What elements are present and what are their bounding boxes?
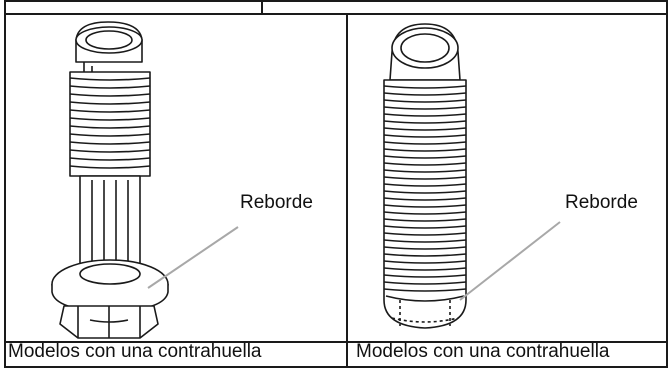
hose-with-flange-illustration <box>51 21 169 339</box>
hose-rib <box>69 125 151 129</box>
right-callout-line <box>459 221 561 301</box>
hose-rib <box>383 169 467 173</box>
right-callout-label: Reborde <box>565 192 638 213</box>
hose-rib <box>69 117 151 121</box>
left-callout-line <box>147 226 239 289</box>
hose-rib <box>69 157 151 161</box>
hose-rib <box>383 148 467 152</box>
panel-frame <box>4 0 668 368</box>
hose-rib <box>69 101 151 105</box>
hose-rib <box>69 149 151 153</box>
hose-rib <box>383 141 467 145</box>
hose-rib <box>383 162 467 166</box>
hose-rib <box>383 120 467 124</box>
corrugated-hose-illustration <box>383 23 467 329</box>
hose-rib <box>383 274 467 278</box>
hose-rib <box>383 239 467 243</box>
hose-rib <box>383 218 467 222</box>
hose-rib <box>383 204 467 208</box>
hose-rib <box>383 134 467 138</box>
hose-rib <box>69 109 151 113</box>
hose-rib <box>383 267 467 271</box>
hose-rib <box>69 85 151 89</box>
hose-rib <box>383 211 467 215</box>
hose-rib <box>383 197 467 201</box>
hose-rib <box>383 260 467 264</box>
left-callout-label: Reborde <box>240 192 313 213</box>
hose-rib <box>69 141 151 145</box>
hose-rib <box>383 127 467 131</box>
left-panel-caption: Modelos con una contrahuella <box>8 341 262 362</box>
hose-rib <box>383 113 467 117</box>
hose-rib <box>383 155 467 159</box>
hose-rib <box>383 232 467 236</box>
hose-rib <box>383 225 467 229</box>
hose-rib <box>383 281 467 285</box>
hose-rib <box>69 133 151 137</box>
hose-rib <box>383 253 467 257</box>
hose-rib <box>383 176 467 180</box>
hose-rib <box>383 99 467 103</box>
hose-rib <box>383 246 467 250</box>
hose-rib <box>383 190 467 194</box>
hose-rib <box>383 92 467 96</box>
hose-rib <box>69 93 151 97</box>
right-panel-caption: Modelos con una contrahuella <box>356 341 610 362</box>
hose-rib <box>69 77 151 81</box>
hose-rib <box>383 106 467 110</box>
hose-rib <box>69 165 151 169</box>
hose-rib <box>383 183 467 187</box>
hose-rib <box>383 85 467 89</box>
hose-rib <box>383 288 467 292</box>
